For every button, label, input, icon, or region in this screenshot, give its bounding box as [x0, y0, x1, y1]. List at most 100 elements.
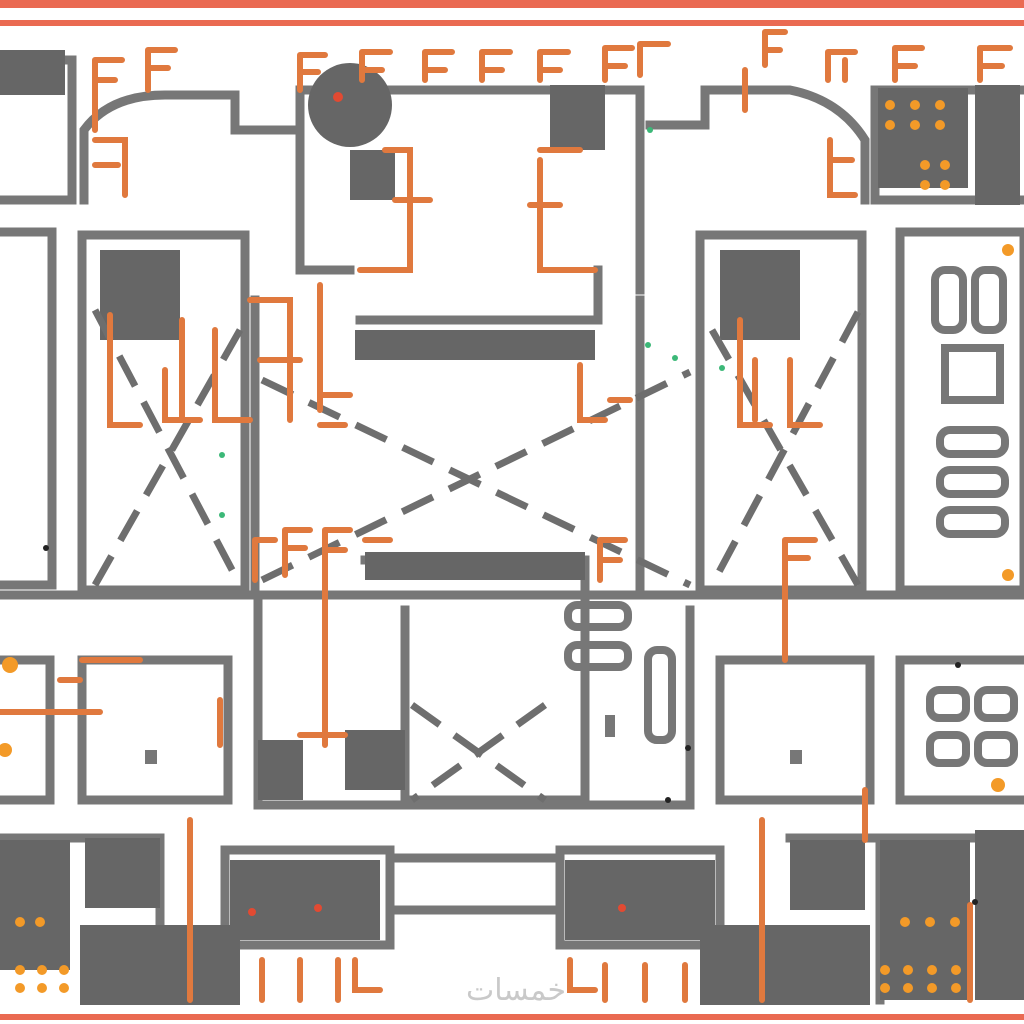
orange-dots — [0, 100, 1014, 993]
dot-o-29 — [927, 965, 937, 975]
wire-top-8 — [602, 41, 671, 83]
dot-o-21 — [15, 983, 25, 993]
frame-top-stripe — [0, 0, 1024, 8]
dot-b-1 — [43, 545, 49, 551]
dot-r-1 — [333, 92, 343, 102]
dot-g-2 — [645, 342, 651, 348]
wall-room-lower-right — [715, 655, 875, 805]
mark-room-right — [790, 750, 802, 764]
dot-o-8 — [940, 160, 950, 170]
wire-lower-center — [217, 697, 348, 748]
dot-o-14 — [2, 657, 18, 673]
wall-room-lower-right-edge — [895, 655, 1024, 805]
slot-6 — [936, 506, 1009, 538]
fixture-bottom-mech-l — [230, 860, 380, 940]
dot-r-4 — [618, 904, 626, 912]
wire-top-9 — [742, 29, 788, 113]
slot-7 — [564, 601, 632, 631]
dot-g-4 — [219, 452, 225, 458]
dot-r-3 — [314, 904, 322, 912]
fixture-center-top-bar — [365, 552, 585, 580]
dot-o-9 — [920, 180, 930, 190]
wire-top-6 — [479, 49, 513, 83]
slot-1 — [931, 266, 967, 334]
wire-center-hall-r — [577, 362, 633, 423]
wire-top-12 — [977, 45, 1013, 83]
fixture-top-center-box — [350, 150, 395, 200]
cross-center-lower — [409, 702, 548, 803]
wall-top-right-hall — [645, 85, 870, 205]
slot-13 — [974, 731, 1018, 767]
slot-9 — [644, 646, 676, 744]
wire-right-stair-1 — [737, 317, 823, 428]
wire-left-stair-1 — [107, 312, 203, 428]
wire-mid-4 — [782, 537, 818, 663]
slot-8 — [564, 641, 632, 671]
fixture-bottom-right-4 — [975, 830, 1024, 1000]
wire-lower-left — [0, 657, 143, 715]
wall-room-lower-left-edge — [0, 655, 55, 805]
cross-braces — [91, 308, 862, 803]
wire-mid-3 — [597, 537, 628, 583]
fixture-center-bar — [355, 330, 595, 360]
dot-o-26 — [950, 917, 960, 927]
wire-top-2 — [145, 47, 178, 93]
fixture-bottom-right-2 — [700, 925, 870, 1005]
dot-o-16 — [15, 917, 25, 927]
dot-o-33 — [927, 983, 937, 993]
green-dots — [219, 127, 725, 518]
dot-o-18 — [15, 965, 25, 975]
wire-right-loop — [827, 137, 858, 198]
cross-center-hall — [260, 368, 692, 589]
dot-g-5 — [219, 512, 225, 518]
dot-o-5 — [910, 120, 920, 130]
dot-o-31 — [880, 983, 890, 993]
slot-12 — [926, 731, 970, 767]
mark-center-room — [605, 715, 615, 737]
fixture-bottom-left-2 — [85, 838, 160, 908]
fixture-bottom-mech-r — [565, 860, 715, 940]
wire-top-11 — [892, 45, 925, 83]
slot-5 — [936, 466, 1009, 498]
dot-o-19 — [37, 965, 47, 975]
fixtures — [0, 50, 1024, 1005]
dot-o-2 — [910, 100, 920, 110]
black-dots — [43, 545, 978, 905]
fixture-round-tank — [308, 63, 392, 147]
dot-b-5 — [972, 899, 978, 905]
wire-top-7 — [537, 49, 571, 83]
fixture-bottom-left-3 — [80, 925, 240, 1005]
wire-center-right — [527, 147, 598, 273]
wire-bottom-2 — [352, 957, 383, 993]
watermark: خمسات — [465, 972, 567, 1008]
dot-o-23 — [59, 983, 69, 993]
wall-top-center-inner — [355, 265, 603, 325]
wall-room-lower-left — [77, 655, 233, 805]
dot-b-4 — [955, 662, 961, 668]
dot-g-3 — [672, 355, 678, 361]
mark-room-left — [145, 750, 157, 764]
fixture-top-left — [0, 50, 65, 95]
slot-10 — [926, 686, 970, 722]
dot-o-13 — [991, 778, 1005, 792]
dot-o-34 — [951, 983, 961, 993]
wire-top-10 — [825, 49, 858, 83]
wire-mid-1 — [252, 527, 313, 583]
wire-left-stair-2 — [179, 317, 253, 423]
dot-o-10 — [940, 180, 950, 190]
slot-2 — [971, 266, 1007, 334]
dot-o-7 — [920, 160, 930, 170]
wire-top-3 — [297, 52, 328, 93]
wire-bottom-1 — [187, 817, 341, 1003]
fixture-left-stair — [100, 250, 180, 340]
dot-o-22 — [37, 983, 47, 993]
cross-left-stair — [91, 308, 244, 587]
slots — [564, 266, 1018, 767]
room-marks — [145, 715, 802, 764]
wall-top-center-left — [295, 85, 355, 275]
wire-bottom-3 — [567, 957, 688, 1003]
dot-g-1 — [647, 127, 653, 133]
dot-g-6 — [719, 365, 725, 371]
wiring — [0, 29, 1013, 1003]
